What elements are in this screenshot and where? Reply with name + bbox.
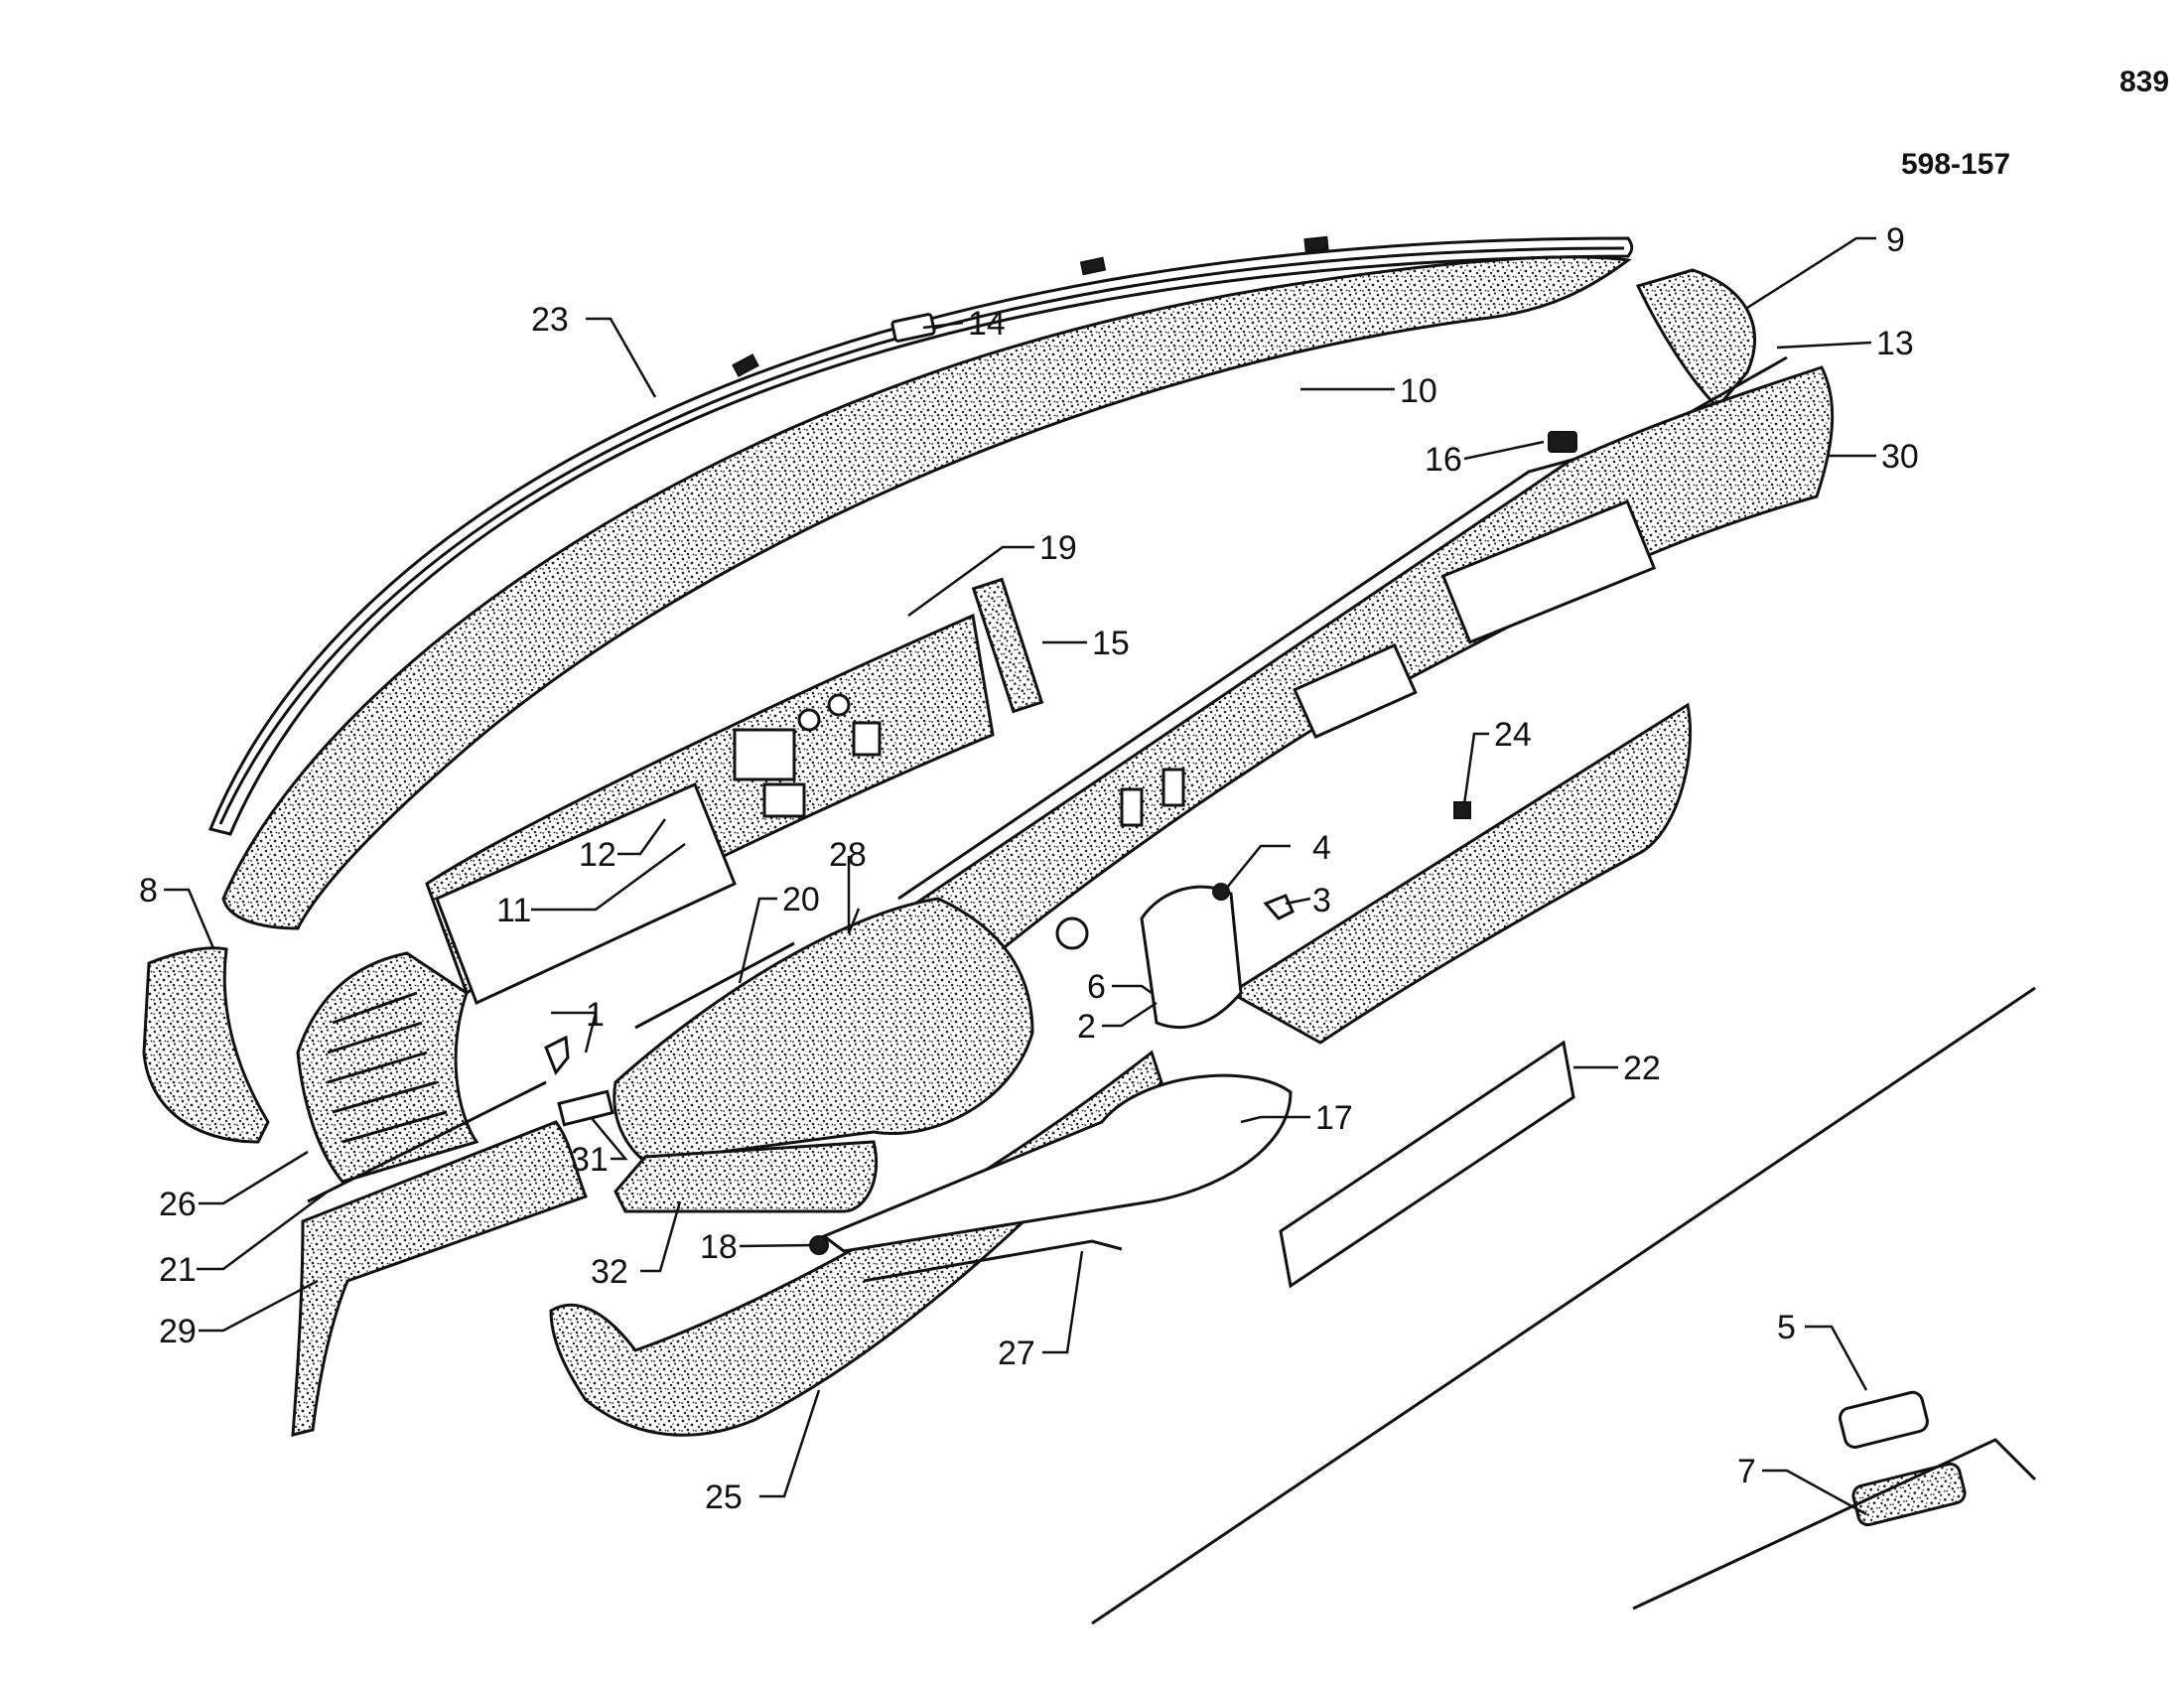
callout-4: 4: [1312, 829, 1331, 867]
callout-18: 18: [700, 1228, 738, 1266]
callout-13: 13: [1876, 325, 1914, 362]
part-20-strip: [634, 941, 795, 1030]
callout-28: 28: [829, 836, 867, 874]
part-23-top-trim-strip: [207, 235, 1634, 836]
callout-5: 5: [1777, 1309, 1796, 1346]
callout-26: 26: [159, 1186, 197, 1223]
part-3-fastener: [1263, 894, 1295, 920]
part-22-bottom-plate: [1279, 1040, 1575, 1289]
part-10-padded-top-cover: [221, 255, 1632, 930]
callout-8: 8: [139, 872, 158, 910]
callout-leaders: [164, 236, 1876, 1516]
callout-21: 21: [159, 1251, 197, 1289]
part-8-left-end-cap: [142, 946, 270, 1144]
callout-31: 31: [571, 1141, 609, 1179]
callout-16: 16: [1425, 441, 1462, 479]
part-27-rod: [863, 1239, 1123, 1283]
callout-27: 27: [998, 1335, 1035, 1372]
callout-labels: 1 2 3 4 5 6 7 8 9 10 11 12 13 14 15 16 1…: [139, 221, 1919, 1516]
callout-17: 17: [1315, 1099, 1353, 1137]
part-1-fastener: [544, 1035, 570, 1075]
part-24-clip: [1453, 801, 1471, 819]
part-15-bracket: [971, 577, 1044, 714]
callout-2: 2: [1077, 1008, 1096, 1046]
part-14-clip: [890, 313, 936, 343]
part-5-trim-ring: [1839, 1390, 1929, 1449]
part-11-gauge-frame: [435, 781, 737, 1006]
part-17-lower-frame: [820, 1073, 1293, 1253]
part-26-vent-housing: [296, 951, 479, 1184]
part-30-main-dashboard-body: [890, 365, 1835, 975]
callout-22: 22: [1623, 1050, 1661, 1087]
part-9-right-end-cap: [1635, 268, 1757, 410]
part-21-rod: [307, 1080, 547, 1203]
callout-24: 24: [1494, 716, 1532, 754]
part-31-clip: [557, 1089, 614, 1127]
part-7-vent-grille: [1851, 1462, 1967, 1527]
callout-32: 32: [591, 1253, 628, 1291]
callout-10: 10: [1400, 372, 1437, 410]
callout-30: 30: [1881, 438, 1919, 476]
drawing-number: 598-157: [1901, 148, 2010, 181]
callout-7: 7: [1737, 1453, 1756, 1490]
callout-3: 3: [1312, 882, 1331, 919]
callout-23: 23: [531, 301, 569, 339]
callout-20: 20: [782, 881, 820, 918]
callout-15: 15: [1092, 625, 1130, 662]
part-29-left-lower-panel: [291, 1120, 588, 1437]
callout-19: 19: [1039, 529, 1077, 567]
part-28-glovebox-housing: [613, 897, 1034, 1164]
part-4-fastener: [1212, 883, 1230, 901]
callout-14: 14: [968, 305, 1006, 343]
callout-29: 29: [159, 1313, 197, 1350]
part-32-lower-tray: [614, 1140, 879, 1213]
callout-6: 6: [1087, 968, 1106, 1006]
callout-9: 9: [1886, 221, 1905, 259]
part-16-block: [1548, 431, 1577, 453]
callout-11: 11: [496, 892, 531, 929]
callout-1: 1: [586, 996, 605, 1034]
inset-reference-line: [1632, 1438, 2037, 1611]
page-number: 839: [2119, 66, 2169, 98]
inset-separator-line: [1091, 986, 2036, 1625]
part-6-housing: [1140, 885, 1243, 1030]
callout-25: 25: [705, 1478, 743, 1516]
part-24-right-lid: [1228, 702, 1692, 1045]
callout-12: 12: [579, 836, 616, 874]
